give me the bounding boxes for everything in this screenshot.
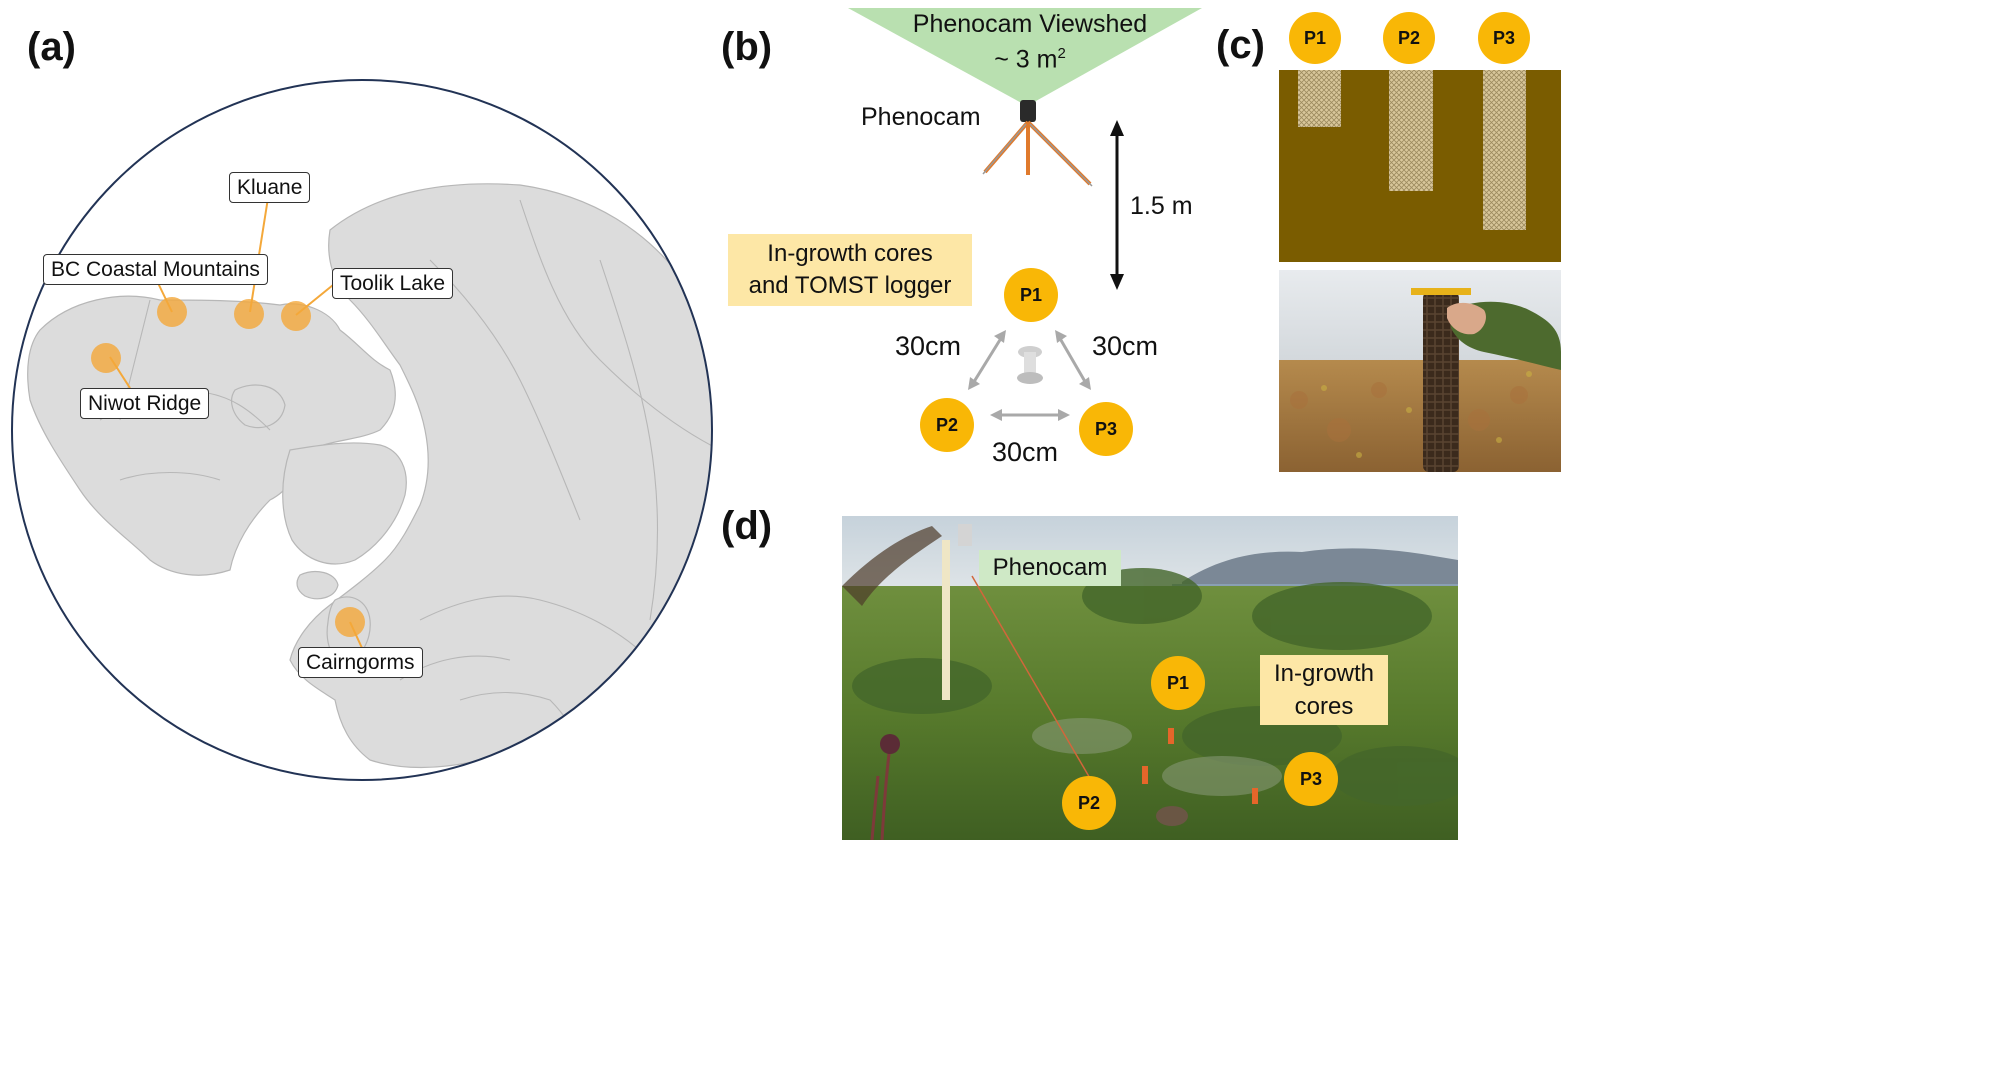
site-marker-bc-coastal — [157, 297, 187, 327]
panel-label-b: (b) — [721, 25, 773, 69]
distance-label-left: 30cm — [895, 331, 962, 361]
landmass-iceland — [296, 571, 339, 600]
landmass-arctic-islands — [231, 384, 286, 429]
site-marker-niwot — [91, 343, 121, 373]
field-plot-p1: P1 — [1151, 656, 1205, 710]
phenocam-tripod-icon — [982, 100, 1093, 187]
core-mesh-p3 — [1483, 70, 1526, 230]
field-ingrowth-label: In-growth cores — [1260, 655, 1388, 725]
land-masses — [27, 183, 712, 769]
panel-label-c: (c) — [1216, 23, 1265, 67]
plot-badge-p1: P1 — [1004, 268, 1058, 322]
core-badge-p2: P2 — [1383, 12, 1435, 64]
viewshed-area-value: ~ 3 m — [994, 45, 1058, 74]
site-marker-kluane — [234, 299, 264, 329]
globe-map — [11, 79, 713, 781]
plot-badge-p3: P3 — [1079, 402, 1133, 456]
field-plot-p3: P3 — [1284, 752, 1338, 806]
landmass-greenland — [282, 442, 407, 565]
ingrowth-logger-line1: In-growth cores — [767, 240, 933, 267]
height-arrow — [1110, 120, 1124, 290]
distance-label-right: 30cm — [1092, 331, 1159, 361]
site-label-niwot: Niwot Ridge — [80, 388, 210, 420]
phenocam-label: Phenocam — [861, 103, 981, 131]
field-plot-p2: P2 — [1062, 776, 1116, 830]
core-badge-p1: P1 — [1289, 12, 1341, 64]
viewshed-title: Phenocam Viewshed — [912, 10, 1148, 38]
field-ingrowth-line1: In-growth — [1273, 660, 1375, 687]
site-label-cairngorms: Cairngorms — [298, 647, 423, 679]
site-label-kluane: Kluane — [229, 172, 311, 204]
ingrowth-logger-line2: and TOMST logger — [748, 272, 952, 299]
site-label-bc-coastal: BC Coastal Mountains — [43, 254, 268, 286]
ingrowth-logger-label: In-growth cores and TOMST logger — [728, 234, 972, 306]
core-photo — [1279, 270, 1561, 472]
site-marker-toolik — [281, 301, 311, 331]
distance-arrows — [968, 330, 1091, 421]
plot-badge-p2: P2 — [920, 398, 974, 452]
site-markers — [91, 297, 365, 637]
globe-outline — [11, 79, 713, 781]
distance-label-bottom: 30cm — [992, 437, 1059, 467]
core-mesh-p2 — [1389, 70, 1433, 191]
site-marker-cairngorms — [335, 607, 365, 637]
field-ingrowth-line2: cores — [1294, 693, 1354, 720]
core-mesh-p1 — [1298, 70, 1341, 127]
field-phenocam-label: Phenocam — [979, 550, 1121, 586]
setup-diagram — [848, 8, 1202, 421]
viewshed-triangle — [848, 8, 1202, 106]
viewshed-area: ~ 3 m2 — [900, 45, 1160, 74]
panel-label-d: (d) — [721, 504, 773, 548]
viewshed-area-exponent: 2 — [1057, 45, 1066, 62]
height-label: 1.5 m — [1130, 192, 1193, 220]
panel-label-a: (a) — [27, 25, 76, 69]
core-badge-p3: P3 — [1478, 12, 1530, 64]
tomst-logger-icon — [1017, 346, 1043, 384]
site-label-toolik: Toolik Lake — [332, 268, 454, 300]
core-depth-diagram — [1279, 70, 1561, 262]
